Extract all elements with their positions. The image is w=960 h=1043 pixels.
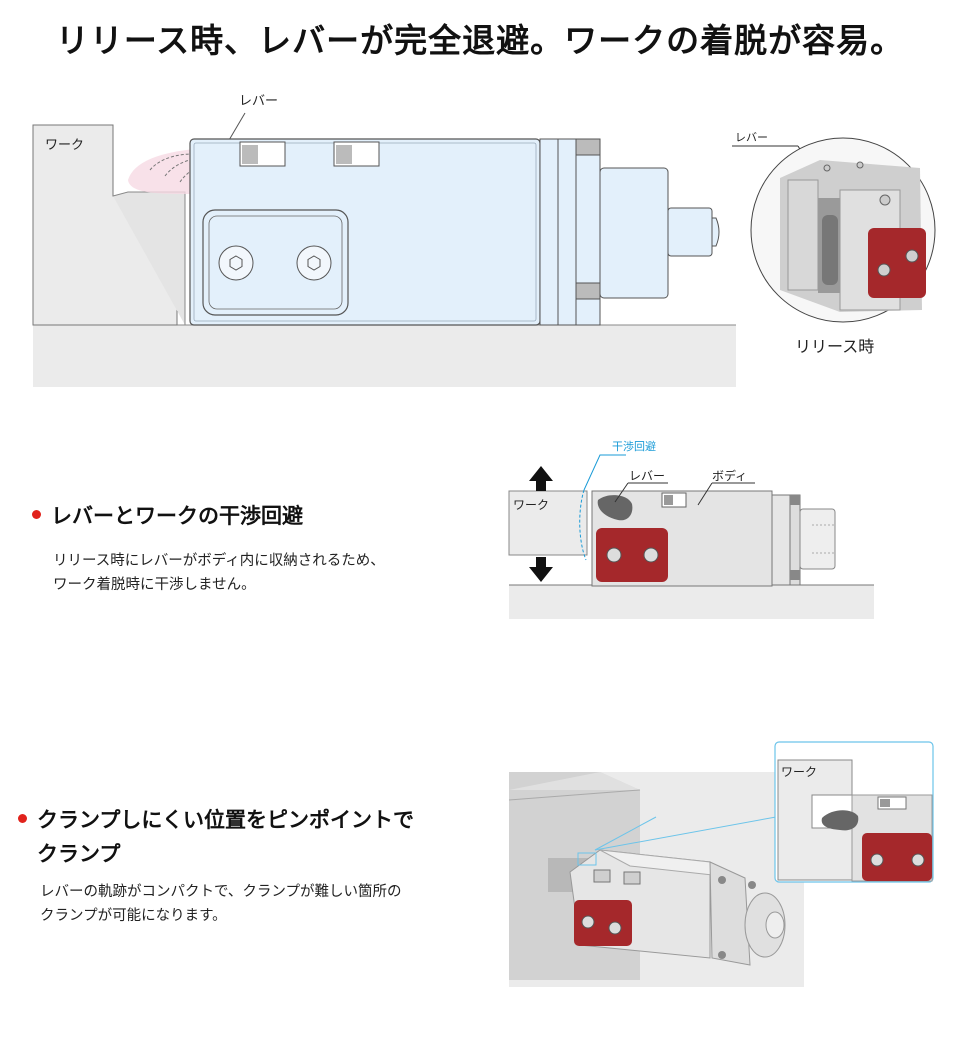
section2-title-line2: クランプ [37, 842, 121, 866]
zoom-lever-label: レバー [735, 131, 768, 144]
section2-body-line2: クランプが可能になります。 [40, 908, 227, 924]
clamp-3d [569, 849, 786, 966]
section2-title: クランプしにくい位置をピンポイントで クランプ [18, 803, 414, 871]
section1-body-line1: リリース時にレバーがボディ内に収納されるため、 [53, 553, 385, 569]
zoom-caption: リリース時 [795, 337, 874, 356]
lever-label: レバー [629, 469, 665, 483]
work-label: ワーク [45, 138, 84, 153]
section1-title-text: レバーとワークの干渉回避 [51, 504, 303, 528]
cylinder [599, 167, 669, 299]
work-label: ワーク [513, 498, 549, 512]
section1-body-line2: ワーク着脱時に干渉しません。 [53, 577, 256, 593]
pinpoint-clamp-diagram: ワーク [508, 741, 934, 987]
section1-body: リリース時にレバーがボディ内に収納されるため、 ワーク着脱時に干渉しません。 [53, 549, 385, 597]
body-label: ボディ [712, 468, 747, 483]
release-side-view-diagram: レバー ワーク レバー リリース時 [32, 94, 936, 387]
lever [597, 495, 633, 521]
work-label: ワーク [781, 765, 817, 779]
section1-title: レバーとワークの干渉回避 [32, 499, 303, 533]
floor-base [33, 325, 736, 387]
zoom-clamp-detail [780, 160, 926, 312]
section2-body-line1: レバーの軌跡がコンパクトで、クランプが難しい箇所の [40, 884, 402, 900]
hex-bolt-right [296, 245, 332, 281]
bolt-plate [202, 209, 349, 316]
page-headline: リリース時、レバーが完全退避。ワークの着脱が容易。 [55, 21, 905, 60]
interference-label: 干渉回避 [612, 439, 656, 453]
workpiece [508, 490, 588, 556]
floor-base [509, 585, 874, 619]
section2-bullet [18, 813, 27, 823]
section2-title-line1: クランプしにくい位置をピンポイントで [37, 808, 414, 832]
lever-label: レバー [239, 94, 278, 109]
interference-avoidance-diagram: 干渉回避 レバー ボディ ワーク [508, 439, 874, 619]
hex-bolt-left [218, 245, 254, 281]
down-arrow-icon [529, 557, 553, 582]
section2-body: レバーの軌跡がコンパクトで、クランプが難しい箇所の クランプが可能になります。 [40, 880, 401, 928]
section1-bullet [32, 509, 41, 519]
up-arrow-icon [529, 466, 553, 491]
